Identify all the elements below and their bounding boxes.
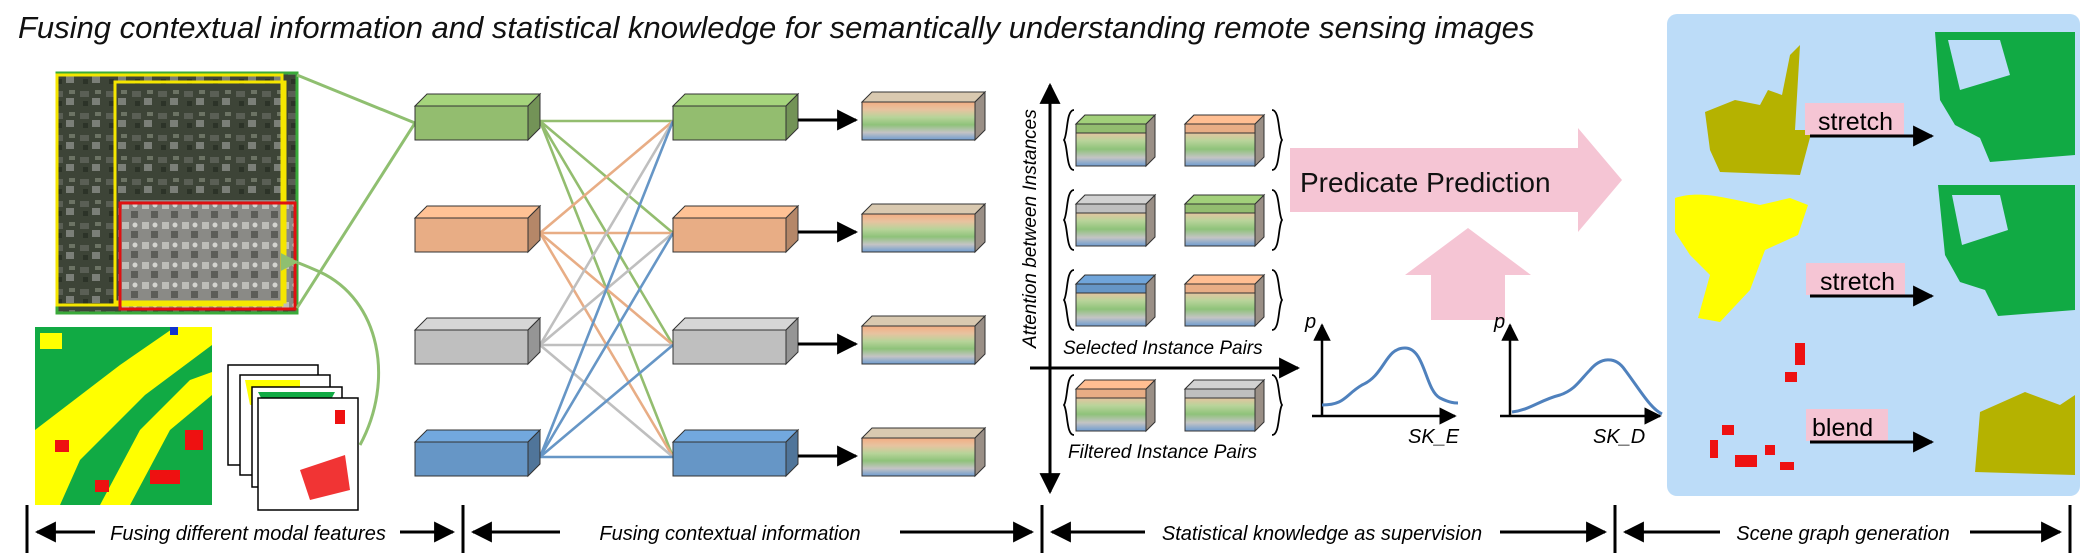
instance-box-yellow-outer bbox=[55, 73, 284, 307]
feature-block-orange bbox=[413, 204, 542, 254]
segmentation-map bbox=[35, 327, 212, 505]
instance-pair bbox=[1062, 109, 1284, 171]
mask-object-3 bbox=[1975, 392, 2075, 475]
predicate-prediction-arrow bbox=[1290, 128, 1622, 232]
pair-block bbox=[1074, 378, 1157, 433]
feature-block-blue bbox=[413, 428, 542, 478]
context-edge bbox=[539, 120, 674, 234]
context-block-blue bbox=[671, 428, 800, 478]
sk-e-y-label: p bbox=[1304, 311, 1316, 333]
filtered-pairs-label: Filtered Instance Pairs bbox=[1068, 442, 1258, 463]
mask-subject-1 bbox=[1705, 45, 1812, 175]
aerial-image bbox=[55, 71, 299, 315]
mask-subject-2 bbox=[1675, 194, 1808, 322]
instance-pair bbox=[1062, 189, 1284, 251]
mask-object-1 bbox=[1935, 32, 2075, 162]
sk-e-x-label: SK_E bbox=[1408, 426, 1460, 448]
instance-pair bbox=[1062, 374, 1284, 436]
pair-block bbox=[1183, 113, 1266, 168]
feature-block-gray bbox=[413, 316, 542, 366]
diagram-title: Fusing contextual information and statis… bbox=[18, 10, 1535, 45]
pair-block bbox=[1183, 193, 1266, 248]
attention-axes bbox=[1030, 82, 1301, 495]
feature-link-bottom bbox=[295, 122, 417, 309]
selected-pairs-label: Selected Instance Pairs bbox=[1063, 338, 1263, 359]
instance-box-yellow-inner bbox=[113, 80, 287, 304]
operation-label-1: stretch bbox=[1818, 108, 1893, 136]
fused-block-gray bbox=[860, 314, 987, 366]
distribution-plot-sk-d bbox=[1500, 323, 1663, 425]
supervision-arrow bbox=[1405, 228, 1531, 320]
context-edge bbox=[538, 120, 675, 346]
predicate-prediction-label: Predicate Prediction bbox=[1300, 167, 1551, 198]
fused-block-blue bbox=[860, 426, 987, 478]
context-edge bbox=[539, 344, 674, 458]
fused-block-orange bbox=[860, 202, 987, 254]
feature-link-top bbox=[296, 73, 416, 125]
context-block-green bbox=[671, 92, 800, 142]
context-edge bbox=[538, 232, 675, 458]
instance-pair bbox=[1062, 269, 1284, 331]
stage-bar bbox=[25, 505, 2072, 553]
stage-label-2: Fusing contextual information bbox=[599, 523, 860, 545]
mask-subject-3 bbox=[1710, 343, 1805, 470]
operation-label-3: blend bbox=[1812, 414, 1873, 442]
context-edges bbox=[538, 119, 675, 459]
sk-d-x-label: SK_D bbox=[1593, 426, 1645, 448]
operation-label-2: stretch bbox=[1820, 268, 1895, 296]
operation-stretch-2 bbox=[1806, 263, 1935, 307]
fused-block-green bbox=[860, 90, 987, 142]
operation-blend bbox=[1806, 409, 1935, 453]
stage-label-1: Fusing different modal features bbox=[110, 523, 386, 545]
context-block-gray bbox=[671, 316, 800, 366]
pair-block bbox=[1183, 378, 1266, 433]
pair-block bbox=[1074, 273, 1157, 328]
row-arrows bbox=[798, 109, 859, 467]
feature-column-context bbox=[671, 92, 800, 478]
mask-object-2 bbox=[1938, 185, 2075, 316]
feature-column-fused bbox=[860, 90, 987, 478]
instance-pairs bbox=[1062, 109, 1284, 436]
context-edge bbox=[538, 120, 675, 458]
distribution-plot-sk-e bbox=[1312, 323, 1459, 425]
attention-axis-label: Attention between Instances bbox=[1020, 109, 1041, 349]
pair-block bbox=[1183, 273, 1266, 328]
stage-label-4: Scene graph generation bbox=[1736, 523, 1950, 545]
stage-label-3: Statistical knowledge as supervision bbox=[1162, 523, 1482, 545]
feature-column-input bbox=[413, 92, 542, 478]
pair-block bbox=[1074, 113, 1157, 168]
operation-stretch-1 bbox=[1805, 103, 1935, 147]
instance-mask-stack bbox=[227, 364, 359, 511]
pair-block bbox=[1074, 193, 1157, 248]
feature-block-green bbox=[413, 92, 542, 142]
sk-d-y-label: p bbox=[1493, 311, 1505, 333]
context-block-orange bbox=[671, 204, 800, 254]
feedback-arrow bbox=[280, 253, 381, 446]
